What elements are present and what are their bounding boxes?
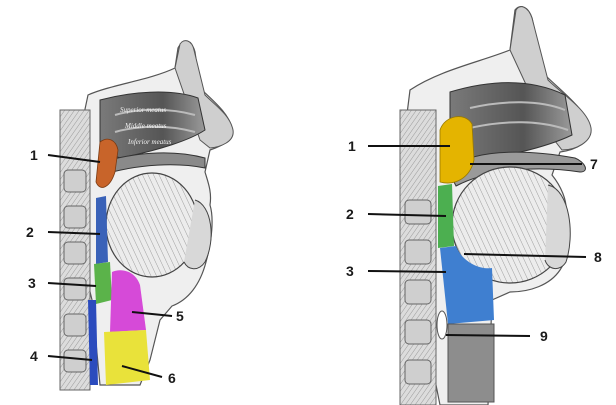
right-label-3: 3: [346, 263, 354, 279]
left-label-6: 6: [168, 370, 176, 386]
right-leader-2: [367, 213, 447, 217]
right-label-9: 9: [540, 328, 548, 344]
left-leader-5: [131, 311, 173, 317]
right-jaw: [544, 184, 571, 269]
left-cervical-spine: [59, 109, 91, 391]
right-nose: [509, 6, 592, 151]
left-hard-palate: [109, 152, 206, 173]
left-jaw: [183, 199, 212, 270]
left-label-4: 4: [30, 348, 38, 364]
right-cervical-spine: [399, 109, 437, 405]
left-middle-meatus-text: Middle meatus: [124, 122, 167, 130]
right-label-7: 7: [590, 156, 598, 172]
left-region-3: [94, 262, 112, 304]
left-nasal-cavity: [99, 91, 206, 159]
right-vocal-opening: [436, 310, 448, 340]
left-label-5: 5: [176, 308, 184, 324]
right-label-2: 2: [346, 206, 354, 222]
left-label-3: 3: [28, 275, 36, 291]
left-region-1: [95, 138, 119, 188]
left-sagittal-section: Superior meatus Middle meatus Inferior m…: [26, 40, 234, 391]
left-inferior-meatus-text: Inferior meatus: [127, 138, 172, 146]
left-label-2: 2: [26, 224, 34, 240]
right-region-1: [439, 116, 475, 184]
right-larynx-tube: [447, 323, 495, 403]
left-leader-3: [47, 282, 97, 287]
left-leader-4: [47, 355, 93, 361]
left-superior-meatus-text: Superior meatus: [120, 106, 166, 114]
left-leader-6: [121, 365, 163, 378]
left-region-6: [104, 330, 150, 385]
left-region-5: [110, 270, 146, 332]
right-leader-9: [445, 334, 531, 337]
left-label-1: 1: [30, 147, 38, 163]
right-region-3: [440, 246, 494, 324]
right-label-1: 1: [348, 138, 356, 154]
left-nose: [174, 40, 234, 149]
right-label-8: 8: [594, 249, 602, 265]
left-leader-2: [47, 231, 101, 235]
left-leader-1: [47, 154, 101, 163]
left-region-4: [88, 300, 98, 385]
right-sagittal-section: 1 2 3 7 8 9: [346, 6, 602, 405]
right-leader-3: [367, 270, 447, 273]
right-leader-8: [463, 253, 587, 258]
left-region-2: [96, 196, 108, 264]
